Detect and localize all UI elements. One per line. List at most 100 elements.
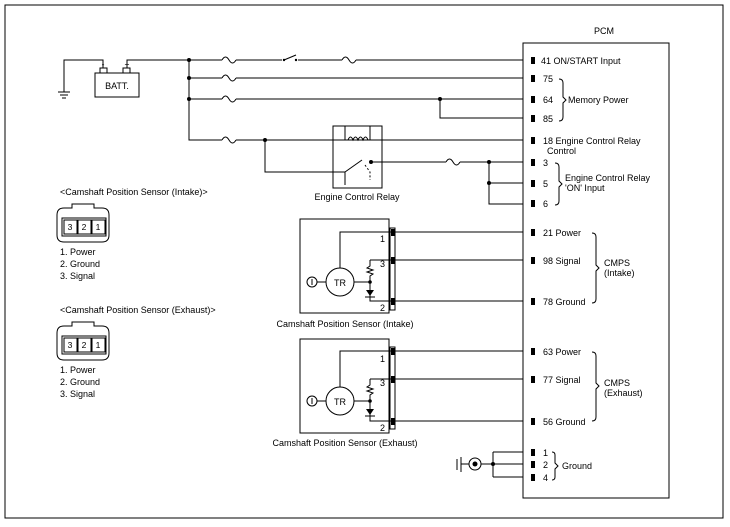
pcm-pin: [531, 418, 535, 425]
wire-pin-85: [439, 99, 523, 119]
wire-pins-5-6: [488, 162, 523, 205]
junction-dot: [187, 58, 191, 62]
exhaust-sensor-connector: [389, 346, 396, 430]
fuse-icon: [341, 56, 357, 64]
pin-label-75: 75: [543, 74, 553, 84]
intake-power-inner: [339, 231, 395, 268]
pcm-pin: [531, 137, 535, 144]
pin-label-5: 5: [543, 179, 548, 189]
intake-resistor-icon: [365, 260, 375, 282]
pin-label-g1: 1: [543, 448, 548, 458]
exhaust-diode-icon: [365, 409, 375, 417]
pcm-pin: [531, 298, 535, 305]
intake-tr-label: TR: [334, 278, 346, 288]
pcm-pin: [531, 180, 535, 187]
wire-pin-18: [188, 99, 523, 141]
relay-coil-icon: [347, 136, 369, 142]
intake-connector-pin-1: 1: [96, 222, 101, 232]
pin-label-3: 3: [543, 158, 548, 168]
intake-magnet-icon: [306, 276, 326, 288]
exhaust-sensor-box: [299, 338, 390, 434]
pin-label-relay-control-2: Control: [547, 146, 576, 156]
exhaust-magnet-icon: [306, 395, 326, 407]
intake-pin-1: 1: [380, 234, 385, 244]
pin-label-relay-control: 18 Engine Control Relay: [543, 136, 641, 146]
pin-label-63: 63 Power: [543, 347, 581, 357]
pin-label-78: 78 Ground: [543, 297, 586, 307]
legend-intake-item: 1. Power: [60, 247, 96, 257]
fuse-icon: [221, 136, 237, 144]
chassis-ground-icon: [58, 91, 70, 99]
junction-dot: [368, 399, 372, 403]
exhaust-pin-1: 1: [380, 354, 385, 364]
exhaust-connector-pin-3: 3: [68, 340, 73, 350]
intake-connector-pin-3: 3: [68, 222, 73, 232]
exhaust-pin-3: 3: [380, 378, 385, 388]
pcm-box: [522, 42, 670, 499]
diagram-frame: [4, 4, 724, 519]
pcm-pin-markers: [531, 57, 535, 481]
cmps-exhaust-label-2: (Exhaust): [604, 388, 643, 398]
relay-on-label-1: Engine Control Relay: [565, 173, 651, 183]
junction-dot: [491, 462, 495, 466]
pcm-pin: [531, 229, 535, 236]
pcm-pin: [531, 200, 535, 207]
pcm-pin: [531, 474, 535, 481]
pin-label-on-start: 41 ON/START Input: [541, 56, 621, 66]
pin-label-77: 77 Signal: [543, 375, 581, 385]
intake-sensor-connector: [389, 227, 396, 311]
pcm-title: PCM: [594, 26, 614, 36]
pin-label-98: 98 Signal: [543, 256, 581, 266]
battery-ground-wire: [63, 59, 104, 92]
memory-power-brace: [558, 78, 567, 122]
pcm-pin: [531, 115, 535, 122]
fuse-icon: [221, 95, 237, 103]
pcm-pin: [531, 461, 535, 468]
intake-pin-3: 3: [380, 259, 385, 269]
legend-intake-item: 3. Signal: [60, 271, 95, 281]
ignition-switch-icon: [282, 54, 298, 63]
legend-intake-title: <Camshaft Position Sensor (Intake)>: [60, 187, 208, 197]
pin-label-g2: 2: [543, 460, 548, 470]
cmps-intake-label-2: (Intake): [604, 268, 635, 278]
fuse-icon: [445, 158, 461, 166]
wire-relay-feed: [264, 140, 345, 173]
pcm-pin: [531, 96, 535, 103]
pin-label-21: 21 Power: [543, 228, 581, 238]
battery-label: BATT.: [105, 81, 129, 91]
pin-label-85: 85: [543, 114, 553, 124]
pcm-ground-wires: [481, 451, 523, 478]
relay-on-brace: [554, 162, 563, 206]
exhaust-tr-label: TR: [334, 397, 346, 407]
engine-control-relay-box: [332, 125, 383, 189]
pin-label-64: 64: [543, 95, 553, 105]
pcm-ground-icon: [456, 457, 482, 472]
legend-intake-item: 2. Ground: [60, 259, 100, 269]
intake-diode-icon: [365, 290, 375, 298]
legend-exhaust-title: <Camshaft Position Sensor (Exhaust)>: [60, 305, 216, 315]
exhaust-sensor-label: Camshaft Position Sensor (Exhaust): [272, 438, 417, 448]
pcm-pin: [531, 376, 535, 383]
exhaust-power-inner: [339, 350, 395, 387]
pin-label-6: 6: [543, 199, 548, 209]
fuse-icon: [221, 74, 237, 82]
pin-label-g4: 4: [543, 473, 548, 483]
intake-sensor-box: [299, 218, 390, 314]
on-start-wire: [126, 59, 523, 68]
relay-label: Engine Control Relay: [314, 192, 400, 202]
exhaust-connector-icon: [56, 321, 110, 361]
legend-exhaust-item: 1. Power: [60, 365, 96, 375]
intake-connector-pin-2: 2: [82, 222, 87, 232]
exhaust-connector-pin-1: 1: [96, 340, 101, 350]
pcm-pin: [531, 257, 535, 264]
intake-sensor-label: Camshaft Position Sensor (Intake): [276, 319, 413, 329]
intake-connector-icon: [56, 203, 110, 243]
pcm-pin: [531, 159, 535, 166]
relay-contact-arm: [344, 159, 363, 173]
ground-label: Ground: [562, 461, 592, 471]
battery-symbol: BATT. - +: [94, 59, 140, 98]
pcm-pin: [531, 449, 535, 456]
ground-brace: [551, 451, 559, 481]
